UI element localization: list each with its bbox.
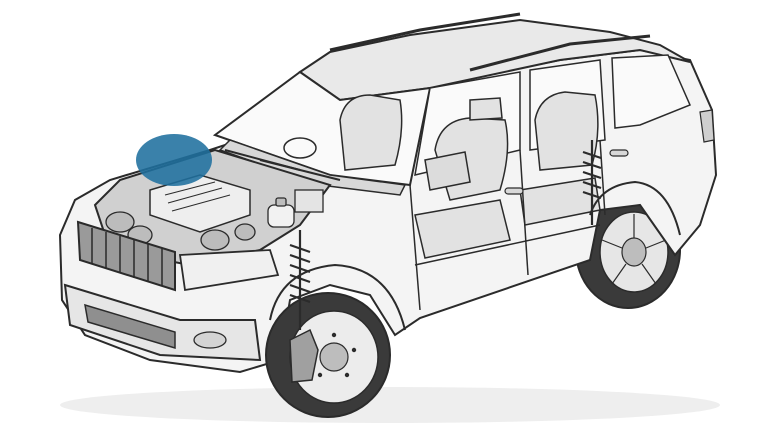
engine-components (105, 211, 256, 251)
headlight (178, 249, 280, 292)
rear-quarter-window (611, 54, 691, 129)
side-mirror (424, 151, 471, 191)
door-handles (504, 149, 629, 195)
highlight-marker (136, 134, 212, 186)
roof-rails (329, 12, 651, 72)
front-wheel (265, 292, 391, 418)
ground-shadow (60, 387, 720, 423)
fog-light (193, 331, 227, 349)
rear-wheel-arch (589, 180, 681, 236)
front-coil-spring (289, 230, 311, 330)
rear-tail-light (699, 109, 715, 143)
brake-caliper (289, 328, 319, 383)
dashboard (218, 139, 407, 196)
windshield-wipers (224, 149, 341, 181)
front-grille (76, 220, 176, 292)
battery (294, 189, 324, 213)
driver-seat-steering (283, 94, 403, 171)
front-wheel-arch (269, 263, 406, 331)
rear-seat (519, 91, 601, 226)
coolant-reservoir (267, 197, 295, 228)
door-panel-lines (409, 139, 606, 311)
engine-ribs (164, 181, 231, 212)
lower-intake (84, 303, 176, 350)
grille-slots (91, 228, 163, 286)
